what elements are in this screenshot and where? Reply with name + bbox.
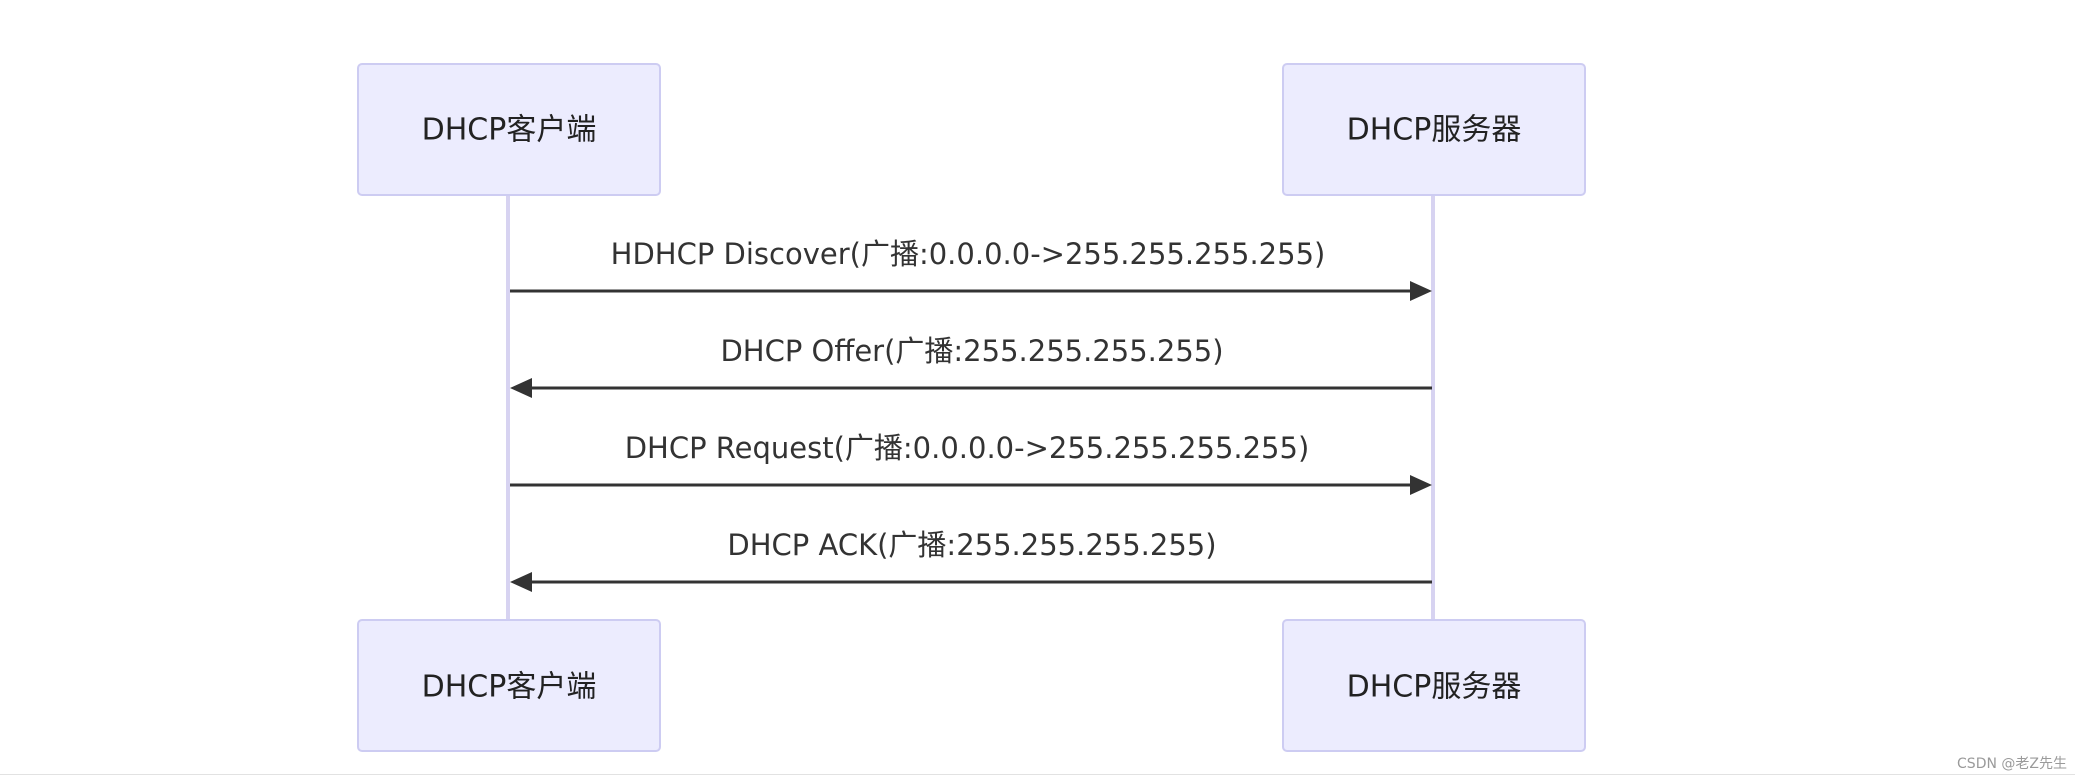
- message-ack-label: DHCP ACK(广播:255.255.255.255): [727, 528, 1216, 562]
- message-ack-arrowhead: [510, 572, 532, 592]
- watermark-text: CSDN @老Z先生: [1957, 756, 2067, 772]
- message-discover: HDHCP Discover(广播:0.0.0.0->255.255.255.2…: [510, 237, 1432, 301]
- server-actor-bottom-label: DHCP服务器: [1347, 670, 1522, 705]
- server-actor-top: DHCP服务器: [1282, 63, 1586, 196]
- message-offer: DHCP Offer(广播:255.255.255.255): [510, 334, 1432, 398]
- bottom-divider: [0, 774, 2075, 775]
- server-actor-top-label: DHCP服务器: [1347, 113, 1522, 148]
- message-discover-arrowhead: [1410, 281, 1432, 301]
- server-actor-bottom: DHCP服务器: [1282, 619, 1586, 752]
- message-offer-label: DHCP Offer(广播:255.255.255.255): [720, 334, 1223, 368]
- client-actor-bottom: DHCP客户端: [357, 619, 661, 752]
- client-actor-bottom-label: DHCP客户端: [422, 670, 597, 705]
- message-request-label: DHCP Request(广播:0.0.0.0->255.255.255.255…: [625, 431, 1310, 465]
- message-request: DHCP Request(广播:0.0.0.0->255.255.255.255…: [510, 431, 1432, 495]
- client-actor-top: DHCP客户端: [357, 63, 661, 196]
- client-actor-top-label: DHCP客户端: [422, 113, 597, 148]
- message-discover-label: HDHCP Discover(广播:0.0.0.0->255.255.255.2…: [611, 237, 1326, 271]
- lifelines: [506, 195, 1435, 620]
- message-request-arrowhead: [1410, 475, 1432, 495]
- message-offer-arrowhead: [510, 378, 532, 398]
- message-ack: DHCP ACK(广播:255.255.255.255): [510, 528, 1432, 592]
